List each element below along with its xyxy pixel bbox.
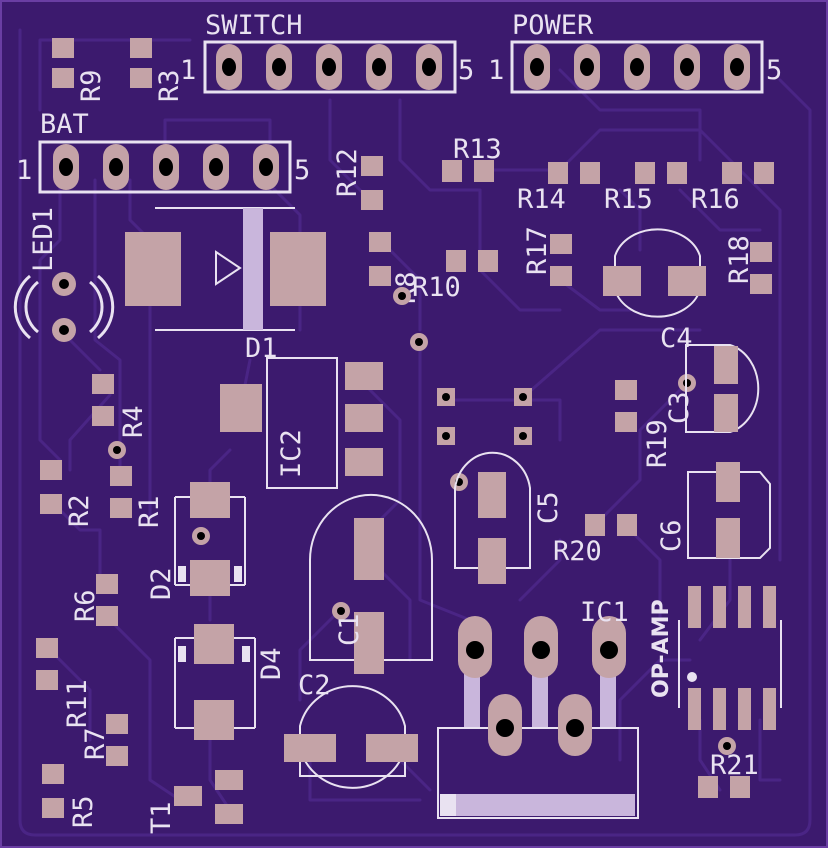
resistor-r6: R6 [70,574,118,626]
resistor-r5: R5 [42,764,99,828]
ic1-label: IC1 [580,597,629,628]
power-pin-end: 5 [766,55,782,86]
r11-label: R11 [62,679,93,728]
c3-label: C3 [664,391,695,424]
d2-label: D2 [146,567,177,600]
bat-pin-end: 5 [294,155,310,186]
r9-label: R9 [76,69,107,102]
r10-label: R10 [412,272,461,303]
switch-header: SWITCH 1 5 [180,10,474,94]
r19-label: R19 [642,419,673,468]
bat-label: BAT [40,109,89,140]
capacitor-c5: C5 [454,451,564,584]
c1-label: C1 [334,613,365,646]
diode-d2: D2 [146,482,246,600]
switch-label: SWITCH [205,10,303,41]
led1: LED1 [13,207,115,342]
switch-pin-start: 1 [180,55,196,86]
t1-label: T1 [146,801,177,834]
capacitor-c4: C4 [603,228,706,354]
c2-label: C2 [298,670,331,701]
r15-label: R15 [604,184,653,215]
r20-label: R20 [553,536,602,567]
c4-label: C4 [660,323,693,354]
diode-d4: D4 [174,624,287,740]
resistor-r21: R21 [698,750,759,798]
resistor-r20: R20 [553,514,637,567]
led1-label: LED1 [28,207,59,272]
switch-pin-end: 5 [458,55,474,86]
ic2-label: IC2 [276,429,307,478]
r13-label: R13 [453,134,502,165]
r6-label: R6 [70,589,101,622]
bat-pin-start: 1 [16,155,32,186]
regulator-ic2: IC2 [220,357,383,489]
resistor-r1: R1 [110,466,165,528]
vias [108,287,736,755]
r21-label: R21 [710,750,759,781]
resistor-r7: R7 [80,714,128,766]
diode-d1: D1 [125,207,326,364]
resistor-r9: R9 [52,38,107,102]
resistor-r10: R10 [412,250,498,303]
d4-label: D4 [256,647,287,680]
resistor-r18: R18 [724,235,772,294]
transistor-t1: T1 [146,770,243,834]
capacitor-c2: C2 [284,670,418,789]
r2-label: R2 [64,494,95,527]
resistor-r16: R16 [691,162,774,215]
capacitor-c6: C6 [656,462,771,559]
resistor-r4: R4 [92,374,149,438]
opamp-ic: OP-AMP [649,586,782,730]
r1-label: R1 [134,495,165,528]
d1-label: D1 [245,333,278,364]
capacitor-c3: C3 [664,344,760,433]
r7-label: R7 [80,727,111,760]
resistor-r14: R14 [517,162,600,215]
r18-label: R18 [724,235,755,284]
resistor-r3: R3 [130,38,185,102]
r12-label: R12 [332,148,363,197]
resistor-r11: R11 [36,638,93,728]
r4-label: R4 [118,405,149,438]
opamp-label: OP-AMP [649,599,674,698]
regulator-ic1: IC1 [437,597,639,819]
resistor-r2: R2 [40,460,95,527]
bat-header: BAT 1 5 [16,109,310,194]
resistor-r12: R12 [332,148,383,210]
capacitor-c1: C1 [309,494,433,674]
resistor-r15: R15 [604,162,687,215]
r17-label: R17 [522,226,553,275]
r5-label: R5 [68,795,99,828]
power-pin-start: 1 [488,55,504,86]
c6-label: C6 [656,519,687,552]
r3-label: R3 [154,69,185,102]
power-header: POWER 1 5 [488,10,782,94]
resistor-r17: R17 [522,226,572,286]
power-label: POWER [512,10,594,41]
resistor-r13: R13 [442,134,502,182]
c5-label: C5 [533,491,564,524]
r16-label: R16 [691,184,740,215]
resistor-r19: R19 [615,380,673,468]
r14-label: R14 [517,184,566,215]
